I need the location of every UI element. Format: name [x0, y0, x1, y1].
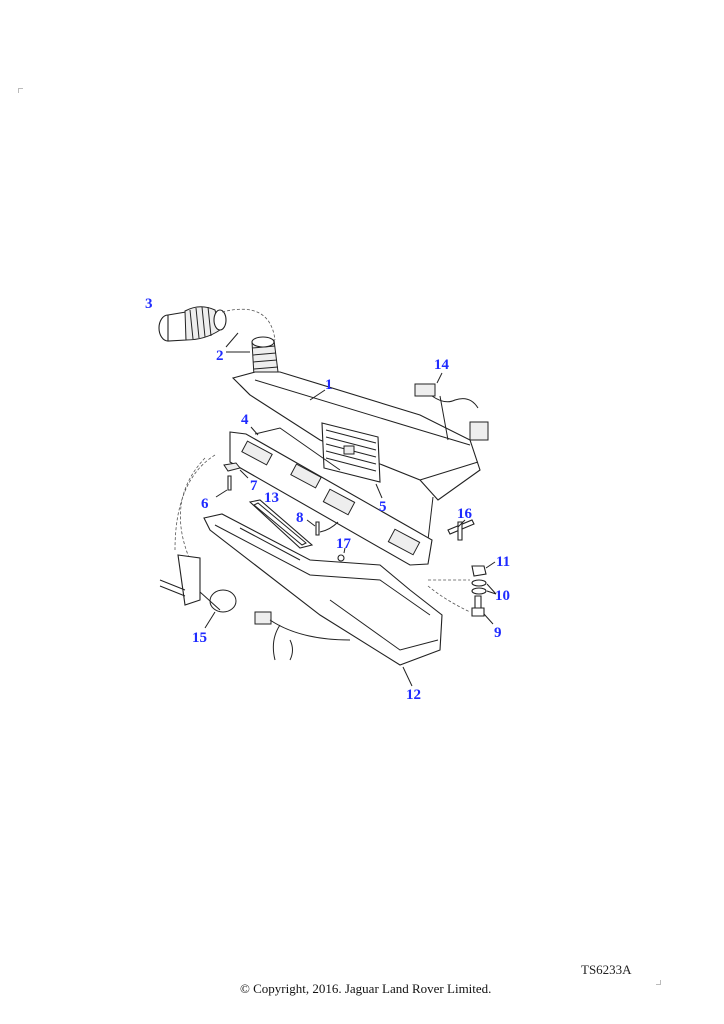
callout-9[interactable]: 9	[494, 625, 502, 641]
callout-5[interactable]: 5	[379, 499, 387, 515]
part-connector-16	[447, 519, 475, 541]
part-screw-17	[337, 547, 346, 562]
part-seal-13	[248, 499, 314, 549]
part-bolt-9	[471, 595, 494, 625]
callout-17[interactable]: 17	[336, 536, 352, 552]
part-sensor-15	[159, 454, 237, 629]
leader-line	[375, 483, 383, 499]
callout-1[interactable]: 1	[325, 377, 333, 393]
callout-4[interactable]: 4	[241, 412, 249, 428]
fixing-line	[427, 579, 471, 613]
part-hose-2	[251, 336, 279, 377]
leader-line	[309, 389, 326, 401]
part-washers-10	[471, 579, 497, 595]
part-nut-11	[471, 561, 496, 577]
part-harness	[254, 611, 351, 661]
callout-3[interactable]: 3	[145, 296, 153, 312]
crop-mark	[18, 88, 23, 93]
callout-8[interactable]: 8	[296, 510, 304, 526]
callout-11[interactable]: 11	[496, 554, 510, 570]
part-hose-3	[158, 306, 227, 342]
callout-12[interactable]: 12	[406, 687, 421, 703]
part-screw-8	[306, 519, 339, 536]
callout-2[interactable]: 2	[216, 348, 224, 364]
callout-16[interactable]: 16	[457, 506, 473, 522]
callout-7[interactable]: 7	[250, 478, 258, 494]
part-vent-panel-4	[229, 427, 433, 566]
diagram-reference: TS6233A	[581, 962, 632, 977]
callout-14[interactable]: 14	[434, 357, 450, 373]
callout-15[interactable]: 15	[192, 630, 207, 646]
part-clip-7	[223, 462, 249, 479]
callout-13[interactable]: 13	[264, 490, 279, 506]
hose-connection-line	[221, 308, 276, 341]
callout-6[interactable]: 6	[201, 496, 209, 512]
copyright-notice: © Copyright, 2016. Jaguar Land Rover Lim…	[240, 981, 492, 996]
part-console-12	[203, 513, 443, 666]
part-switch-14	[414, 372, 489, 441]
leader-line	[402, 666, 413, 687]
leader-line	[225, 332, 250, 353]
callout-10[interactable]: 10	[495, 588, 510, 604]
leader-line	[250, 426, 259, 436]
part-screw-6	[215, 475, 232, 498]
